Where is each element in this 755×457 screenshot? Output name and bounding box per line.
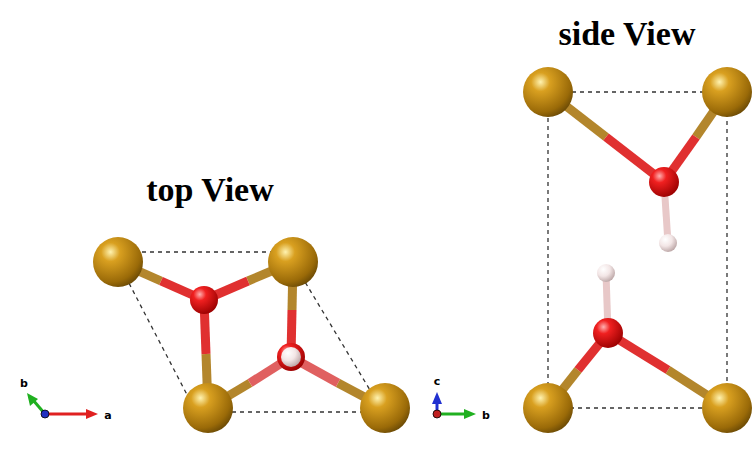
iron-atom [360, 383, 410, 433]
bonds [118, 262, 385, 408]
hydrogen-atom [281, 347, 301, 367]
oxygen-atom [277, 343, 305, 371]
axis-label: a [104, 409, 111, 422]
hydrogen-atom [659, 234, 677, 252]
iron-atom [702, 67, 752, 117]
iron-atom [183, 383, 233, 433]
axis-label: b [482, 409, 490, 422]
view-title: top View [146, 171, 274, 209]
unit-cell [118, 252, 385, 412]
axis-label: c [434, 375, 441, 388]
iron-atom [268, 237, 318, 287]
hydrogen-atom [597, 264, 615, 282]
oxygen-atom [649, 167, 679, 197]
unit-cell [548, 92, 727, 408]
iron-atom [702, 383, 752, 433]
oxygen-atom [593, 318, 623, 348]
iron-atom [523, 383, 573, 433]
axis-triad [432, 392, 476, 419]
view-title: side View [559, 15, 696, 53]
bonds [548, 92, 727, 408]
axis-label: b [20, 377, 28, 390]
axis-triad [27, 393, 98, 419]
oxygen-atom [190, 286, 218, 314]
iron-atom [93, 237, 143, 287]
iron-atom [523, 67, 573, 117]
